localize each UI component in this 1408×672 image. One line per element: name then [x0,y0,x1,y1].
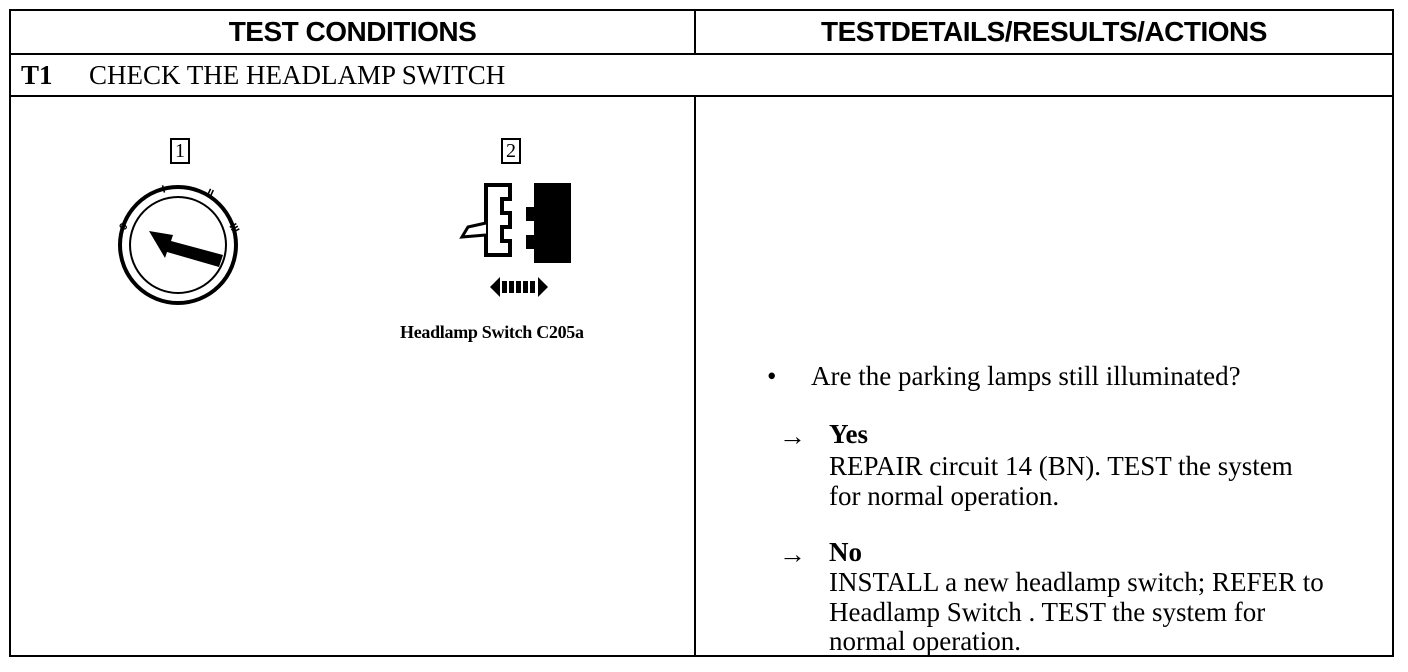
no-action-line-3: normal operation. [829,626,1021,656]
test-table: TEST CONDITIONS TESTDETAILS/RESULTS/ACTI… [9,9,1394,657]
no-action-line-1: INSTALL a new headlamp switch; REFER to [829,567,1324,597]
no-arrow: → [779,539,806,569]
connector-icon [459,183,571,297]
yes-arrow: → [779,421,806,451]
column-divider [694,97,696,655]
no-label: No [829,537,862,567]
knob-mark-2: II [205,187,216,200]
yes-action-line-2: for normal operation. [829,481,1060,511]
knob-mark-3: III [226,222,241,236]
ignition-knob-icon: 0 I II III [117,184,241,305]
callout-1: 1 [170,138,190,164]
header-test-details: TESTDETAILS/RESULTS/ACTIONS [821,16,1267,47]
knob-mark-0: 0 [117,221,130,232]
step-row: T1 CHECK THE HEADLAMP SWITCH [21,55,505,95]
yes-action-line-1: REPAIR circuit 14 (BN). TEST the system [829,451,1293,481]
question-text: Are the parking lamps still illuminated? [811,361,1241,391]
callout-2: 2 [501,138,521,164]
bullet: • [767,361,777,391]
no-action-line-2: Headlamp Switch . TEST the system for [829,597,1266,627]
yes-label: Yes [829,419,868,449]
header-divider [694,11,696,53]
knob-mark-1: I [161,184,167,196]
step-id: T1 [21,59,53,90]
step-rule [11,95,1392,97]
step-title: CHECK THE HEADLAMP SWITCH [89,59,506,90]
header-test-conditions: TEST CONDITIONS [228,16,477,47]
double-arrow-icon [490,277,548,297]
connector-caption: Headlamp Switch C205a [400,322,584,342]
header-rule [11,53,1392,55]
